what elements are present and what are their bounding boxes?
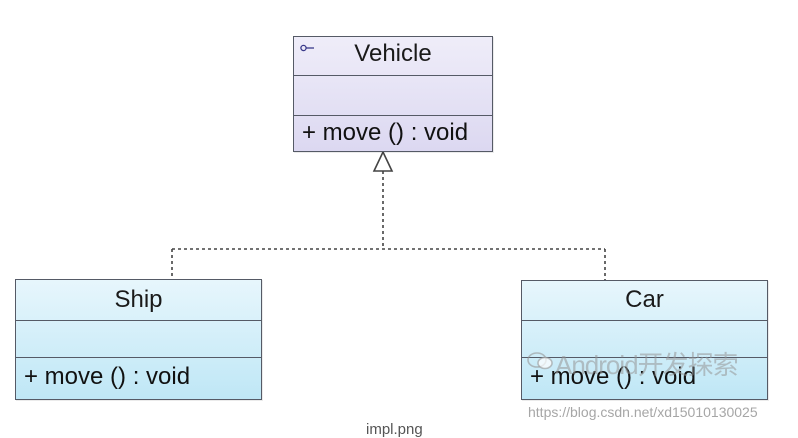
class-name: Vehicle [354, 40, 432, 67]
class-name: Ship [114, 286, 163, 313]
watermark-url: https://blog.csdn.net/xd15010130025 [528, 404, 758, 420]
operation-move: + move () : void [302, 119, 469, 146]
car-class[interactable]: Car + move () : void [521, 280, 768, 400]
interface-lollipop-icon [300, 44, 314, 52]
watermark-text: Android开发探索 [555, 350, 739, 380]
compartment-divider [16, 320, 261, 321]
inheritance-arrowhead [372, 150, 394, 172]
compartment-divider [294, 115, 492, 116]
ship-class[interactable]: Ship + move () : void [15, 279, 262, 400]
compartment-divider [294, 75, 492, 76]
image-caption: impl.png [366, 421, 423, 438]
vehicle-class[interactable]: Vehicle + move () : void [293, 36, 493, 152]
wechat-icon [527, 352, 553, 370]
compartment-divider [522, 320, 767, 321]
operation-move: + move () : void [24, 363, 191, 390]
class-name: Car [625, 286, 664, 313]
operation-move: + move () : void [530, 363, 697, 390]
compartment-divider [16, 357, 261, 358]
compartment-divider [522, 357, 767, 358]
